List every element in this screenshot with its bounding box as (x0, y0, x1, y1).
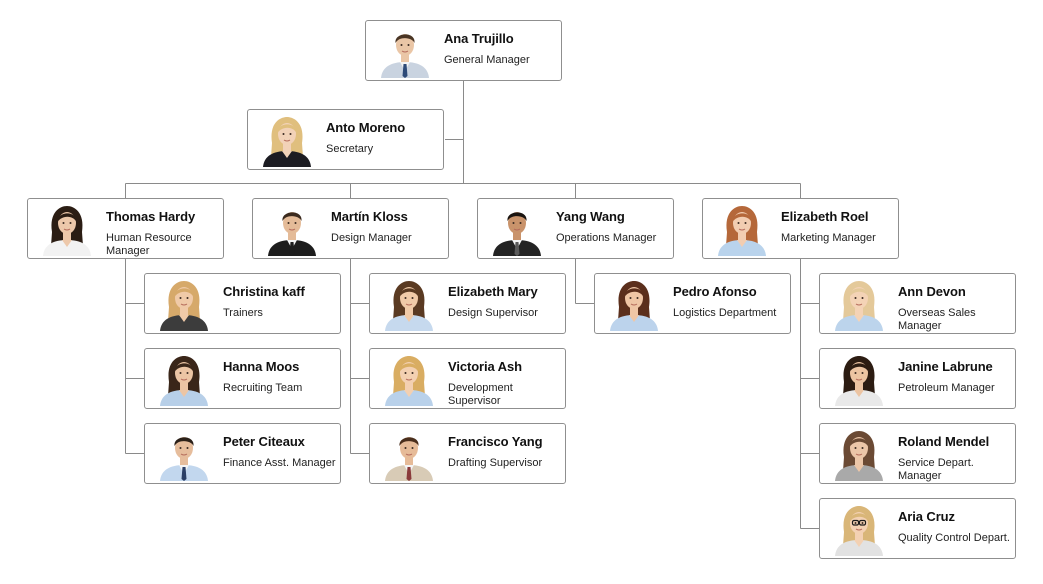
employee-role: Secretary (326, 143, 374, 155)
employee-role: Recruiting Team (223, 382, 303, 394)
employee-name: Elizabeth Mary (448, 284, 538, 299)
employee-name: Janine Labrune (898, 359, 993, 374)
avatar (157, 352, 211, 406)
avatar (382, 427, 436, 481)
employee-name: Ann Devon (898, 284, 966, 299)
avatar (832, 427, 886, 481)
employee-role: Quality Control Depart. (898, 532, 1010, 544)
employee-role: Design Supervisor (448, 307, 538, 319)
employee-name: Peter Citeaux (223, 434, 305, 449)
employee-role: Development Supervisor (448, 382, 513, 407)
employee-name: Thomas Hardy (106, 209, 196, 224)
avatar (378, 24, 432, 78)
avatar (260, 113, 314, 167)
avatar (832, 502, 886, 556)
employee-name: Christina kaff (223, 284, 305, 299)
employee-role: Design Manager (331, 232, 412, 244)
employee-name: Yang Wang (556, 209, 625, 224)
employee-role: Marketing Manager (781, 232, 876, 244)
employee-name: Francisco Yang (448, 434, 543, 449)
employee-role: Trainers (223, 307, 263, 319)
employee-role: Drafting Supervisor (448, 457, 543, 469)
employee-name: Hanna Moos (223, 359, 300, 374)
employee-role: Service Depart. Manager (898, 457, 974, 482)
employee-name: Roland Mendel (898, 434, 990, 449)
employee-role: General Manager (444, 54, 530, 66)
employee-role: Overseas Sales Manager (898, 307, 976, 332)
employee-role: Logistics Department (673, 307, 777, 319)
avatar (607, 277, 661, 331)
avatar (40, 202, 94, 256)
employee-name: Anto Moreno (326, 120, 406, 135)
employee-name: Martín Kloss (331, 209, 408, 224)
avatar (832, 352, 886, 406)
employee-name: Elizabeth Roel (781, 209, 869, 224)
employee-role: Human Resource Manager (106, 232, 192, 257)
avatar (832, 277, 886, 331)
avatar (715, 202, 769, 256)
avatar (265, 202, 319, 256)
employee-role: Petroleum Manager (898, 382, 995, 394)
avatar (157, 277, 211, 331)
employee-name: Pedro Afonso (673, 284, 757, 299)
avatar (490, 202, 544, 256)
employee-role: Finance Asst. Manager (223, 457, 336, 469)
employee-name: Aria Cruz (898, 509, 955, 524)
avatar (382, 352, 436, 406)
employee-name: Victoria Ash (448, 359, 522, 374)
employee-name: Ana Trujillo (444, 31, 514, 46)
avatar (382, 277, 436, 331)
employee-role: Operations Manager (556, 232, 657, 244)
avatar (157, 427, 211, 481)
